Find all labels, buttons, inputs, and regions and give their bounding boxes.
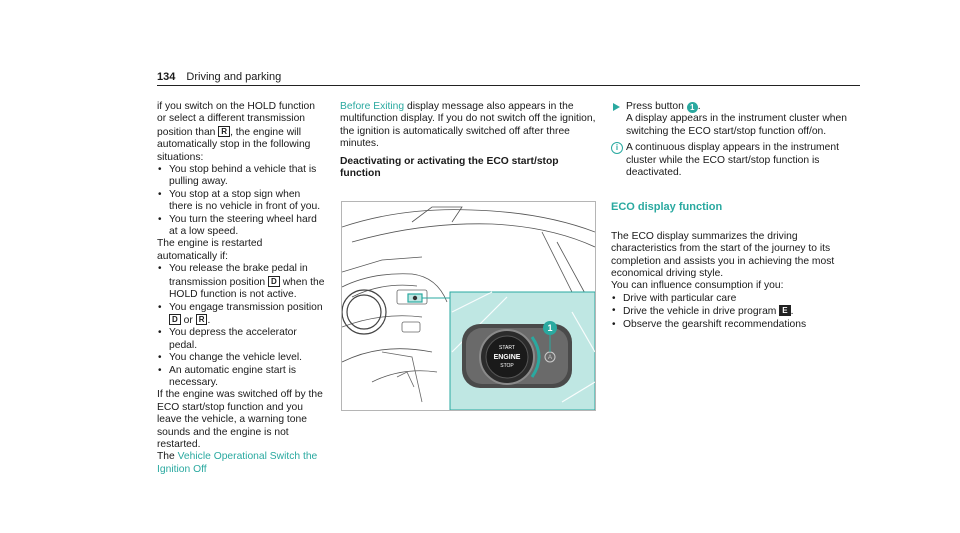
list-item: You stop at a stop sign when there is no… bbox=[157, 189, 325, 214]
page-number: 134 bbox=[157, 71, 176, 83]
list-item: An automatic engine start is necessary. bbox=[157, 365, 325, 390]
drive-program-e-icon: E bbox=[779, 305, 791, 317]
list-item-text: when the HOLD function is not active. bbox=[169, 276, 325, 301]
gear-r-symbol: R bbox=[218, 125, 231, 137]
step-result: A display appears in the instrument clus… bbox=[626, 113, 847, 137]
list-item: You stop behind a vehicle that is pullin… bbox=[157, 164, 325, 189]
restart-intro: The engine is restarted automatically if… bbox=[157, 238, 263, 262]
list-item: Drive with particular care bbox=[611, 293, 863, 306]
restart-conditions-list: You release the brake pedal in transmiss… bbox=[157, 263, 325, 389]
button-engine-label: ENGINE bbox=[494, 354, 521, 361]
list-item-text: You release the brake pedal in transmiss… bbox=[169, 263, 308, 288]
list-item: You release the brake pedal in transmiss… bbox=[157, 263, 325, 301]
callout-number: 1 bbox=[547, 323, 552, 333]
list-item: Drive the vehicle in drive program E. bbox=[611, 305, 863, 318]
gear-d-symbol: D bbox=[169, 313, 181, 325]
button-stop-label: STOP bbox=[500, 363, 514, 369]
exiting-paragraph: Before Exiting display message also appe… bbox=[340, 101, 598, 151]
column-middle: Before Exiting display message also appe… bbox=[340, 101, 598, 180]
list-item-text: You engage transmission position bbox=[169, 301, 323, 313]
list-item: You turn the steering wheel hard at a lo… bbox=[157, 214, 325, 239]
gear-r-symbol: R bbox=[195, 313, 208, 325]
car-interior-illustration: START ENGINE STOP A 1 bbox=[342, 206, 595, 410]
list-item-text: . bbox=[790, 306, 794, 318]
eco-button-figure: START ENGINE STOP A 1 bbox=[341, 201, 596, 411]
eco-display-paragraph: The ECO display summarizes the driving c… bbox=[611, 230, 835, 280]
list-item: You engage transmission position D or R. bbox=[157, 302, 325, 328]
intro-text-end: , the engine will automatically stop in … bbox=[157, 126, 311, 163]
list-item: You depress the accelerator pedal. bbox=[157, 327, 325, 352]
closing-link-line: The Vehicle Operational Switch the Ignit… bbox=[157, 451, 325, 476]
step-text-end: . bbox=[697, 101, 701, 112]
influence-intro: You can influence consumption if you: bbox=[611, 280, 784, 292]
page-header: 134 Driving and parking bbox=[157, 71, 860, 86]
column-left: if you switch on the HOLD function or se… bbox=[157, 101, 325, 476]
instruction-step: Press button 1. A display appears in the… bbox=[611, 101, 863, 138]
section-title: Driving and parking bbox=[186, 71, 282, 83]
eco-display-heading: ECO display function bbox=[611, 201, 723, 214]
stop-situations-list: You stop behind a vehicle that is pullin… bbox=[157, 164, 325, 238]
list-item-text: or bbox=[183, 314, 193, 326]
section-heading: Deactivating or activating the ECO start… bbox=[340, 155, 559, 180]
info-icon: i bbox=[611, 142, 623, 155]
before-exiting-link[interactable]: Before Exiting bbox=[340, 101, 405, 112]
intro-paragraph: if you switch on the HOLD function or se… bbox=[157, 101, 325, 164]
intro-text: if you switch on the HOLD function or se… bbox=[157, 101, 315, 138]
button-start-label: START bbox=[499, 345, 515, 351]
closing-paragraph: If the engine was switched off by the EC… bbox=[157, 389, 323, 450]
eco-symbol-icon: A bbox=[548, 355, 552, 361]
note-text: A continuous display appears in the inst… bbox=[626, 142, 839, 179]
list-item-text: . bbox=[207, 314, 211, 326]
gear-d-symbol: D bbox=[268, 275, 280, 287]
step-arrow-icon bbox=[613, 103, 620, 111]
closing-the: The bbox=[157, 451, 175, 463]
list-item: Observe the gearshift recommendations bbox=[611, 319, 863, 332]
info-note: i A continuous display appears in the in… bbox=[611, 142, 863, 179]
column-right: Press button 1. A display appears in the… bbox=[611, 101, 863, 332]
vehicle-operational-switch-link[interactable]: Vehicle Operational Switch the Ignition … bbox=[157, 451, 318, 475]
list-item-text: Drive the vehicle in drive program bbox=[623, 306, 777, 318]
influence-list: Drive with particular care Drive the veh… bbox=[611, 293, 863, 332]
exiting-text: display message also appears in the mult… bbox=[340, 101, 596, 150]
list-item: You change the vehicle level. bbox=[157, 352, 325, 365]
callout-1-icon: 1 bbox=[686, 102, 698, 113]
step-text: Press button bbox=[626, 101, 684, 112]
